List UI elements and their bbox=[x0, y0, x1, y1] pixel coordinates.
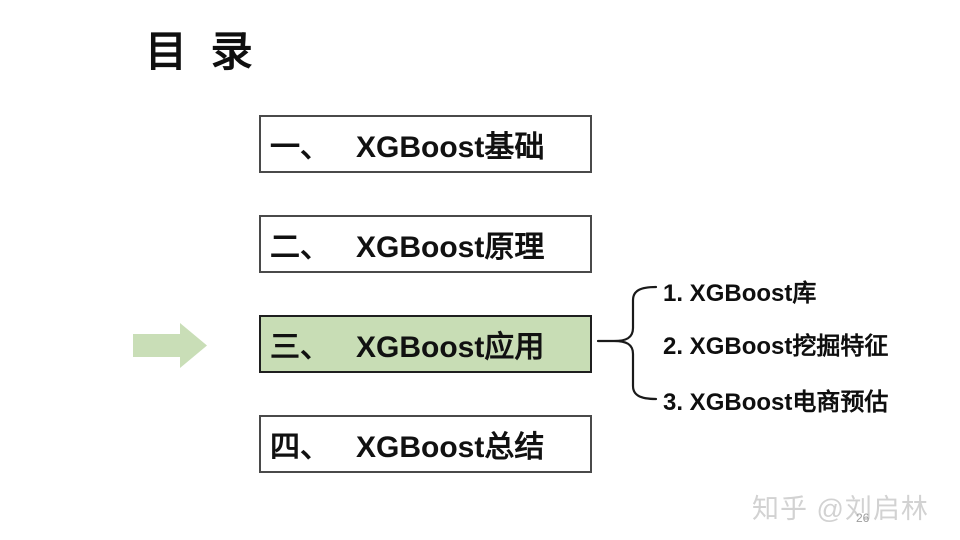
toc-item-4-label: XGBoost总结 bbox=[356, 431, 545, 464]
page-number: 26 bbox=[856, 511, 870, 525]
curly-brace-path bbox=[596, 285, 658, 401]
right-arrow-shape bbox=[133, 323, 207, 368]
sub-item-1: 1. XGBoost库 bbox=[663, 280, 817, 307]
toc-item-4-box: 四、 XGBoost总结 bbox=[259, 415, 592, 473]
right-arrow-icon bbox=[133, 323, 207, 368]
toc-item-2-number: 二、 bbox=[270, 231, 330, 264]
curly-brace-icon bbox=[596, 285, 658, 401]
toc-item-4-number: 四、 bbox=[270, 431, 330, 464]
sub-item-3: 3. XGBoost电商预估 bbox=[663, 389, 889, 416]
toc-item-1-box: 一、 XGBoost基础 bbox=[259, 115, 592, 173]
toc-item-3-box-highlighted: 三、 XGBoost应用 bbox=[259, 315, 592, 373]
toc-item-1-label: XGBoost基础 bbox=[356, 131, 545, 164]
sub-item-2: 2. XGBoost挖掘特征 bbox=[663, 333, 889, 360]
page-title: 目 录 bbox=[145, 28, 259, 75]
toc-item-3-label: XGBoost应用 bbox=[356, 331, 545, 364]
toc-item-3-number: 三、 bbox=[270, 331, 330, 364]
toc-item-2-label: XGBoost原理 bbox=[356, 231, 545, 264]
toc-item-1-number: 一、 bbox=[270, 131, 330, 164]
watermark: 知乎 @刘启林 bbox=[752, 494, 929, 524]
toc-item-2-box: 二、 XGBoost原理 bbox=[259, 215, 592, 273]
